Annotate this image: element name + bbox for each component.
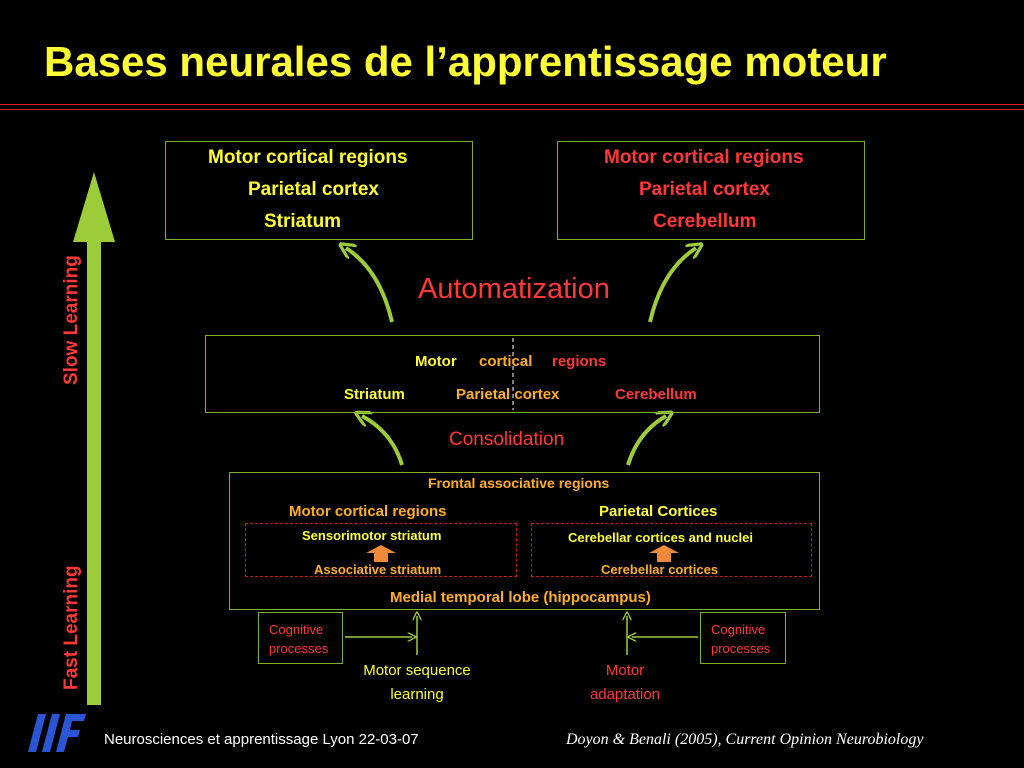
top-left-line2: Parietal cortex (248, 179, 379, 200)
cognitive-right-text: Cognitive processes (711, 622, 771, 656)
top-right-line2: Parietal cortex (639, 179, 770, 200)
motor-sequence-label: Motor sequence learning (363, 662, 471, 703)
footer-left: Neurosciences et apprentissage Lyon 22-0… (104, 731, 419, 748)
top-right-box: Motor cortical regions Parietal cortex C… (557, 141, 865, 240)
cerebellar-nuclei-label: Cerebellar cortices and nuclei (568, 530, 753, 545)
consolidation-label: Consolidation (449, 429, 565, 450)
iif-logo-mark (28, 714, 86, 752)
cognitive-right-box: Cognitive processes (700, 612, 786, 664)
cerebellar-cortices-label: Cerebellar cortices (601, 562, 719, 577)
top-left-line1: Motor cortical regions (208, 147, 408, 168)
consolidation-arrow-right (626, 416, 666, 466)
slide-title: Bases neurales de l’apprentissage moteur (44, 38, 887, 85)
top-right-line1: Motor cortical regions (604, 147, 804, 168)
automatization-arrow-left (346, 248, 394, 323)
bottom-box: Frontal associative regions Motor cortic… (229, 472, 820, 610)
cerebellar-subbox: Cerebellar cortices and nuclei Cerebella… (531, 523, 812, 577)
consolidation-arrow-left (362, 416, 404, 466)
sensorimotor-label: Sensorimotor striatum (302, 528, 442, 543)
fast-learning-label: Fast Learning (61, 565, 82, 690)
learning-axis-arrow (73, 172, 115, 705)
footer-citation: Doyon & Benali (2005), Current Opinion N… (566, 731, 924, 748)
top-right-line3: Cerebellum (653, 211, 757, 232)
striatum-subbox: Sensorimotor striatum Associative striat… (245, 523, 517, 577)
middle-parietal: Parietal cortex (456, 386, 560, 403)
top-left-box: Motor cortical regions Parietal cortex S… (165, 141, 473, 240)
middle-regions: regions (552, 353, 607, 370)
iif-logo (22, 706, 88, 756)
title-rule-top (0, 104, 1024, 105)
motor-cortical-label: Motor cortical regions (289, 503, 447, 520)
middle-motor: Motor (415, 353, 457, 370)
cerebellar-up-arrow (649, 545, 679, 562)
middle-cerebellum: Cerebellum (615, 386, 697, 403)
medial-temporal-label: Medial temporal lobe (hippocampus) (390, 589, 651, 606)
middle-box: Motor cortical regions Striatum Parietal… (205, 335, 820, 413)
slow-learning-label: Slow Learning (61, 255, 82, 385)
automatization-arrow-right (648, 248, 696, 323)
middle-cortical: cortical (479, 353, 533, 370)
top-left-line3: Striatum (264, 211, 342, 232)
associative-label: Associative striatum (314, 562, 442, 577)
cognitive-left-text: Cognitive processes (269, 622, 329, 656)
cognitive-left-box: Cognitive processes (258, 612, 343, 664)
parietal-cortices-label: Parietal Cortices (599, 503, 718, 520)
middle-striatum: Striatum (344, 386, 405, 403)
title-rule-bottom (0, 109, 1024, 110)
frontal-label: Frontal associative regions (428, 475, 610, 491)
automatization-label: Automatization (418, 273, 610, 305)
motor-adaptation-label: Motor adaptation (589, 662, 661, 703)
striatum-up-arrow (366, 545, 396, 562)
